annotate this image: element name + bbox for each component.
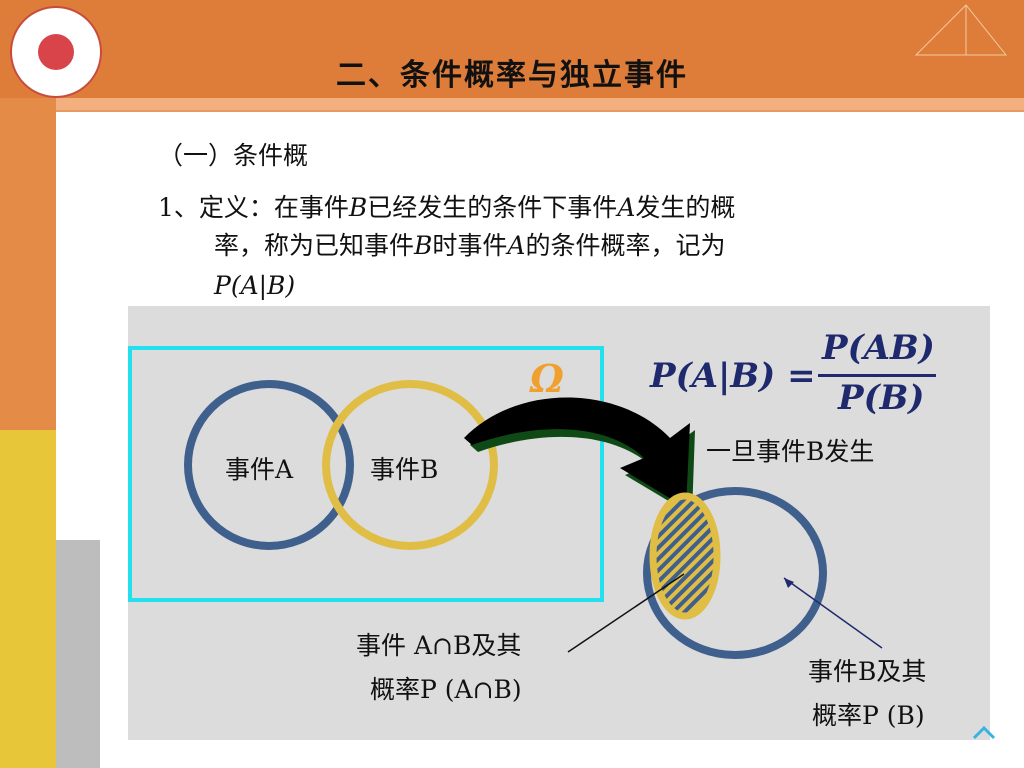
event-a-label: 事件A xyxy=(225,455,294,484)
definition-text: 时事件 xyxy=(432,231,508,260)
conditioned-space-diagram xyxy=(643,487,827,659)
header-bar xyxy=(0,0,1024,98)
var-b: B xyxy=(348,193,368,222)
fraction-bar xyxy=(818,374,936,377)
curved-arrow-icon xyxy=(464,397,695,515)
given-b-text: 一旦事件B发生 xyxy=(706,437,875,466)
formula-lhs-text: P(A|B) xyxy=(650,356,776,396)
university-logo xyxy=(10,6,102,98)
definition-text: 发生的概 xyxy=(635,193,736,222)
left-decor-band-yellow xyxy=(0,430,56,768)
header-divider xyxy=(0,110,1024,112)
section-heading: （一）条件概 xyxy=(158,141,309,170)
formula-numerator: P(AB) xyxy=(822,328,935,368)
event-b-probability-line1: 事件B及其 xyxy=(808,657,927,686)
event-b-label: 事件B xyxy=(370,455,439,484)
intersection-label-line1: 事件 A∩B及其 xyxy=(356,631,522,660)
nav-arrow-icon[interactable] xyxy=(968,716,1008,746)
formula-lhs: P(A|B) = xyxy=(650,356,816,396)
definition-text: 率，称为已知事件 xyxy=(214,231,415,260)
var-a: A xyxy=(507,231,526,260)
corner-decoration-icon xyxy=(914,4,1008,56)
definition-text: 已经发生的条件下事件 xyxy=(367,193,618,222)
definition-text: 1、定义：在事件 xyxy=(158,193,349,222)
definition-line-2: 率，称为已知事件B时事件A的条件概率，记为 xyxy=(214,228,974,264)
event-b-probability-line2: 概率P (B) xyxy=(812,701,925,730)
var-a: A xyxy=(617,193,636,222)
header-stripe xyxy=(0,98,1024,110)
conditional-notation: P(A|B) xyxy=(214,271,296,300)
logo-emblem xyxy=(38,34,74,70)
page-title: 二、条件概率与独立事件 xyxy=(336,58,688,93)
event-b-circle xyxy=(322,380,498,550)
sample-space-box xyxy=(128,346,604,602)
definition-line-1: 1、定义：在事件B已经发生的条件下事件A发生的概 xyxy=(158,190,958,226)
formula-equals: = xyxy=(787,356,816,396)
formula-denominator: P(B) xyxy=(838,378,925,418)
left-decor-band-gray xyxy=(56,540,100,768)
intersection-label-line2: 概率P (A∩B) xyxy=(370,675,522,704)
definition-text: 的条件概率，记为 xyxy=(525,231,726,260)
var-b: B xyxy=(414,231,433,260)
pointer-lines xyxy=(567,573,883,653)
omega-symbol: Ω xyxy=(530,356,564,401)
